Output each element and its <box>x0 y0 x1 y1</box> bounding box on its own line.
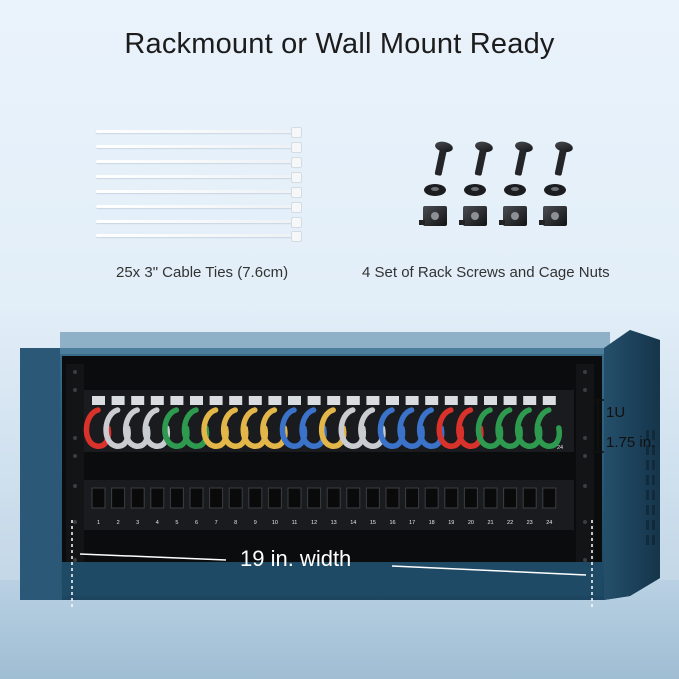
top-port <box>131 396 145 405</box>
bottom-port <box>267 487 282 509</box>
top-port <box>288 396 301 405</box>
bottom-port <box>503 487 518 509</box>
port-number: 21 <box>487 520 493 526</box>
washers-row <box>424 184 566 196</box>
top-panel-ports: 24 <box>92 396 563 451</box>
top-port <box>209 396 223 405</box>
top-port <box>170 396 184 405</box>
bottom-port <box>248 487 263 509</box>
patch-cables <box>83 407 563 449</box>
top-port <box>523 396 537 405</box>
top-port <box>268 396 282 405</box>
port-number: 15 <box>370 520 376 526</box>
cable-ties-caption: 25x 3" Cable Ties (7.6cm) <box>116 264 289 281</box>
port-number: 23 <box>527 520 533 526</box>
port-number: 7 <box>215 520 218 526</box>
top-port <box>542 396 556 405</box>
port-number: 19 <box>448 520 454 526</box>
port-number: 11 <box>292 520 298 526</box>
port-number: 1 <box>97 520 100 526</box>
width-label: 19 in. width <box>240 546 352 571</box>
port-number: 17 <box>409 520 415 526</box>
top-port <box>111 396 125 405</box>
bottom-port <box>522 487 537 509</box>
patch-cable <box>534 407 563 449</box>
top-panel-end-number: 24 <box>557 445 563 451</box>
top-port <box>346 396 360 405</box>
bottom-port <box>111 487 126 509</box>
port-number: 9 <box>254 520 257 526</box>
port-number: 24 <box>546 520 552 526</box>
port-number: 12 <box>311 520 317 526</box>
bottom-port <box>209 487 224 509</box>
rack-screws-cage-nuts-image <box>419 141 573 226</box>
port-number: 10 <box>272 520 278 526</box>
height-unit-label: 1U <box>606 404 626 421</box>
port-number: 6 <box>195 520 198 526</box>
top-port <box>464 396 478 405</box>
port-number: 13 <box>331 520 337 526</box>
top-port <box>366 396 380 405</box>
height-inches-label: 1.75 in. <box>606 434 656 451</box>
port-number: 5 <box>175 520 178 526</box>
port-number: 14 <box>350 520 356 526</box>
bottom-port <box>91 487 106 509</box>
bottom-port <box>150 487 165 509</box>
screws-row <box>434 141 573 176</box>
bottom-port <box>130 487 145 509</box>
port-number: 18 <box>429 520 435 526</box>
bottom-port <box>424 487 439 509</box>
bottom-port <box>405 487 420 509</box>
top-port <box>92 396 105 405</box>
port-number: 22 <box>507 520 513 526</box>
bottom-port <box>463 487 478 509</box>
bottom-port <box>483 487 498 509</box>
top-port <box>444 396 458 405</box>
port-number: 16 <box>389 520 395 526</box>
port-number: 2 <box>117 520 120 526</box>
top-port <box>150 396 164 405</box>
bottom-port <box>307 487 322 509</box>
bottom-port <box>169 487 184 509</box>
bottom-port <box>189 487 204 509</box>
top-port <box>386 396 399 405</box>
bottom-port <box>444 487 459 509</box>
top-port <box>248 396 262 405</box>
headline: Rackmount or Wall Mount Ready <box>124 28 555 60</box>
top-port <box>307 396 321 405</box>
port-number: 20 <box>468 520 474 526</box>
rack-screws-caption: 4 Set of Rack Screws and Cage Nuts <box>362 264 610 281</box>
bottom-port <box>287 487 302 509</box>
port-number: 8 <box>234 520 237 526</box>
bottom-port <box>385 487 400 509</box>
cable-ties-image <box>96 127 306 242</box>
top-port <box>229 396 243 405</box>
cage-nuts-row <box>419 206 567 226</box>
bottom-port <box>326 487 341 509</box>
port-number: 4 <box>156 520 159 526</box>
top-port <box>405 396 419 405</box>
top-port <box>425 396 439 405</box>
bottom-port <box>542 487 557 509</box>
top-port <box>503 396 517 405</box>
bottom-port <box>228 487 243 509</box>
top-port <box>190 396 203 405</box>
bottom-port <box>346 487 361 509</box>
port-number: 3 <box>136 520 139 526</box>
top-port <box>484 396 497 405</box>
bottom-port <box>365 487 380 509</box>
top-port <box>327 396 341 405</box>
